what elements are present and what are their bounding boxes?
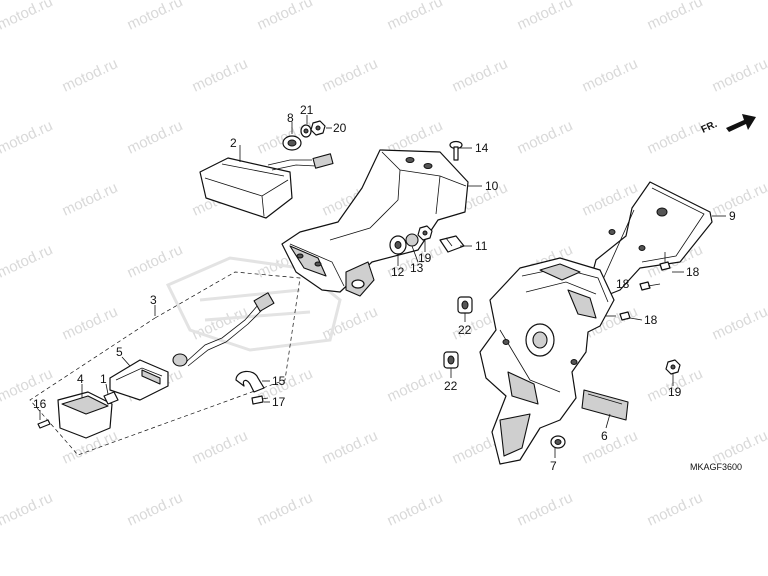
watermark-text: motod.ru	[385, 489, 446, 529]
collar-13	[405, 233, 419, 247]
leader-lines	[39, 115, 726, 458]
washer-22-lower	[443, 351, 459, 369]
watermark-text: motod.ru	[60, 55, 121, 95]
callout-label: 22	[444, 379, 458, 393]
watermark-text: motod.ru	[255, 0, 316, 34]
diagram-code: MKAGF3600	[690, 462, 742, 472]
front-arrow-icon	[726, 114, 756, 132]
watermark-text: motod.ru	[710, 303, 768, 343]
callout-label: 7	[550, 459, 557, 473]
callout-labels: 2 8 21 20 14 10 9 11 12 13 19 3 5 4 1 16…	[33, 103, 736, 473]
screw-16	[37, 419, 51, 429]
bolt-14	[449, 140, 463, 161]
callout-label: 17	[272, 395, 286, 409]
callout-label: 9	[729, 209, 736, 223]
watermark-text: motod.ru	[190, 427, 251, 467]
callout-label: 15	[272, 374, 286, 388]
watermark-text: motod.ru	[0, 0, 55, 34]
watermark-text: motod.ru	[645, 0, 706, 34]
watermark-text: motod.ru	[385, 0, 446, 34]
license-light-harness	[172, 292, 275, 367]
watermark-text: motod.ru	[125, 241, 186, 281]
callout-label: 20	[333, 121, 347, 135]
socket-1	[103, 391, 119, 405]
watermark-text: motod.ru	[125, 489, 186, 529]
watermark-text: motod.ru	[710, 55, 768, 95]
callout-label: 4	[77, 372, 84, 386]
watermark-text: motod.ru	[0, 489, 55, 529]
watermark-text: motod.ru	[580, 427, 641, 467]
callout-label: 22	[458, 323, 472, 337]
reflector-6	[581, 389, 629, 421]
grommet-12	[389, 235, 407, 255]
callout-label: 1	[100, 372, 107, 386]
license-plate-bracket	[479, 257, 615, 465]
license-light-housing-4	[57, 391, 113, 439]
background-logo	[165, 256, 342, 352]
front-direction-indicator: FR.	[700, 114, 756, 136]
watermark-text: motod.ru	[190, 55, 251, 95]
nut-19-upper	[417, 225, 433, 241]
washer-21	[300, 124, 312, 138]
callout-label: 5	[116, 345, 123, 359]
callout-label: 19	[668, 385, 682, 399]
callout-label: 21	[300, 103, 314, 117]
nut-19-lower	[665, 359, 681, 375]
watermark-text: motod.ru	[60, 303, 121, 343]
callout-label: 16	[33, 397, 47, 411]
license-light-assembly-group	[29, 271, 301, 456]
callout-label: 6	[601, 429, 608, 443]
watermark-text: motod.ru	[515, 117, 576, 157]
watermark-text: motod.ru	[645, 117, 706, 157]
callout-label: 14	[475, 141, 489, 155]
watermark-text: motod.ru	[320, 427, 381, 467]
watermark-text: motod.ru	[0, 365, 55, 405]
callout-label: 10	[485, 179, 499, 193]
bolt-18-b	[639, 281, 651, 291]
callout-label: 18	[686, 265, 700, 279]
clip-nut-11	[439, 235, 465, 253]
watermark-text: motod.ru	[60, 179, 121, 219]
callout-label: 18	[616, 277, 630, 291]
watermark-text: motod.ru	[580, 55, 641, 95]
watermark-text: motod.ru	[645, 489, 706, 529]
callout-label: 18	[644, 313, 658, 327]
watermark-text: motod.ru	[515, 0, 576, 34]
callout-label: 8	[287, 111, 294, 125]
watermark-text: motod.ru	[320, 303, 381, 343]
tail-light-unit	[199, 153, 334, 219]
watermark-text: motod.ru	[710, 179, 768, 219]
watermark-text: motod.ru	[0, 117, 55, 157]
watermark-text: motod.ru	[255, 489, 316, 529]
front-label: FR.	[700, 119, 719, 136]
stay-9	[587, 181, 713, 299]
license-light-bracket-5	[109, 359, 169, 401]
grommet-7	[550, 435, 566, 449]
watermark-text: motod.ru	[515, 489, 576, 529]
nut-20	[310, 120, 326, 136]
watermark-text: motod.ru	[450, 55, 511, 95]
watermark-text: motod.ru	[385, 365, 446, 405]
callout-label: 2	[230, 136, 237, 150]
callout-label: 11	[475, 239, 488, 253]
watermark-text: motod.ru	[125, 117, 186, 157]
rear-fender-10	[281, 149, 469, 297]
bolt-18-a	[659, 252, 671, 271]
watermark-text: motod.ru	[320, 55, 381, 95]
watermark-text: motod.ru	[125, 0, 186, 34]
grommet-8	[282, 135, 302, 151]
washer-22-upper	[457, 296, 473, 314]
watermark-text: motod.ru	[0, 241, 55, 281]
bolt-17	[251, 395, 269, 405]
clamp-15	[235, 370, 265, 393]
callout-label: 19	[418, 251, 432, 265]
callout-label: 3	[150, 293, 157, 307]
callout-label: 12	[391, 265, 405, 279]
callout-label: 13	[410, 261, 424, 275]
